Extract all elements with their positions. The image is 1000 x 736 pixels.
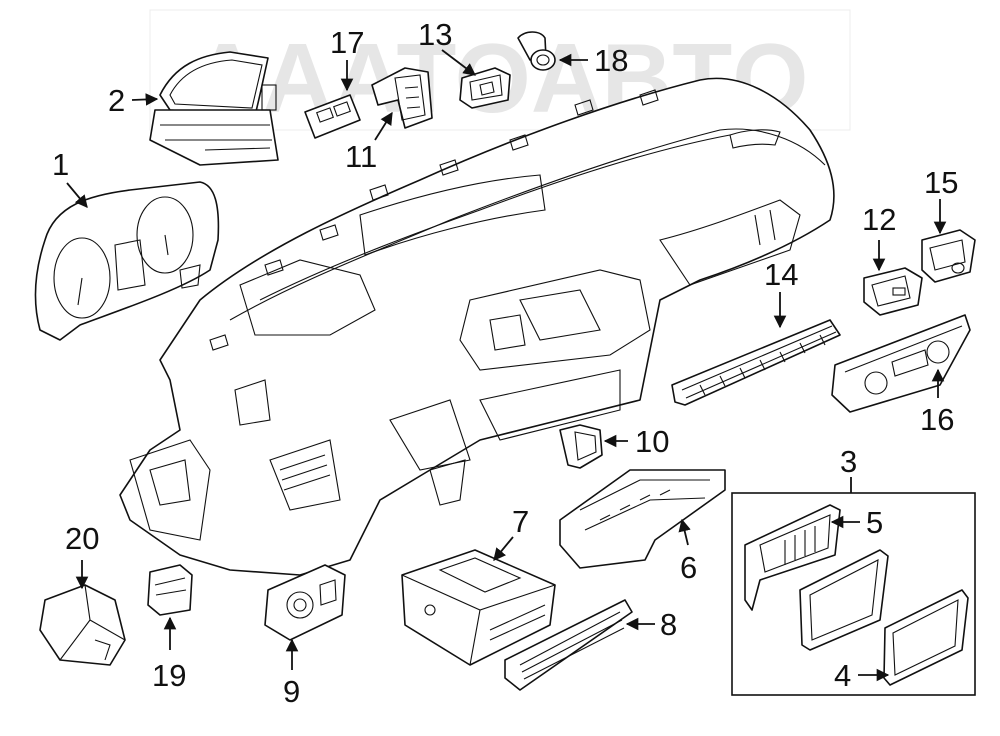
leader-6 [678, 518, 691, 546]
display-unit [149, 51, 279, 166]
display-kit-3 [731, 492, 976, 696]
leader-1 [66, 182, 88, 208]
switch-panel-17 [304, 94, 361, 139]
switch-13 [459, 67, 511, 109]
callout-15: 15 [924, 165, 958, 200]
callout-8: 8 [660, 607, 677, 642]
leader-lines [66, 49, 947, 682]
sensor-18 [517, 31, 556, 71]
instrument-cluster [34, 181, 220, 341]
callout-14: 14 [764, 257, 798, 292]
callout-6: 6 [680, 550, 697, 585]
screen-panel [799, 549, 889, 651]
callout-4: 4 [834, 658, 851, 693]
leader-7 [493, 536, 514, 561]
callout-10: 10 [635, 424, 669, 459]
callout-7: 7 [512, 504, 529, 539]
bezel-5 [744, 504, 841, 611]
switch-15 [921, 229, 976, 283]
callout-19: 19 [152, 658, 186, 693]
leader-11 [374, 111, 393, 141]
callout-11: 11 [345, 139, 377, 174]
callout-12: 12 [862, 202, 896, 237]
callout-17: 17 [330, 25, 364, 60]
leader-13 [441, 49, 477, 76]
callout-9: 9 [283, 674, 300, 709]
callout-3: 3 [840, 444, 857, 479]
callout-1: 1 [52, 147, 69, 182]
switch-11 [371, 67, 433, 129]
climate-control-16 [831, 314, 971, 413]
callout-16: 16 [920, 402, 954, 437]
console-bracket-6 [559, 469, 726, 569]
switch-strip-14 [671, 319, 841, 406]
module-20 [39, 584, 126, 666]
leader-2 [131, 93, 159, 106]
dashboard-panel [119, 77, 835, 576]
callout-labels: 1 2 3 4 5 6 7 8 9 10 11 12 13 14 15 16 1… [52, 17, 958, 709]
callout-13: 13 [418, 17, 452, 52]
callout-2: 2 [108, 83, 125, 118]
callout-18: 18 [594, 43, 628, 78]
trim-panel-8 [504, 599, 633, 691]
callout-5: 5 [866, 505, 883, 540]
switch-10 [559, 424, 603, 469]
light-switch-9 [264, 564, 346, 641]
callout-20: 20 [65, 521, 99, 556]
switch-12 [863, 267, 923, 316]
switch-19 [147, 564, 193, 616]
radio-unit-7 [401, 549, 556, 666]
